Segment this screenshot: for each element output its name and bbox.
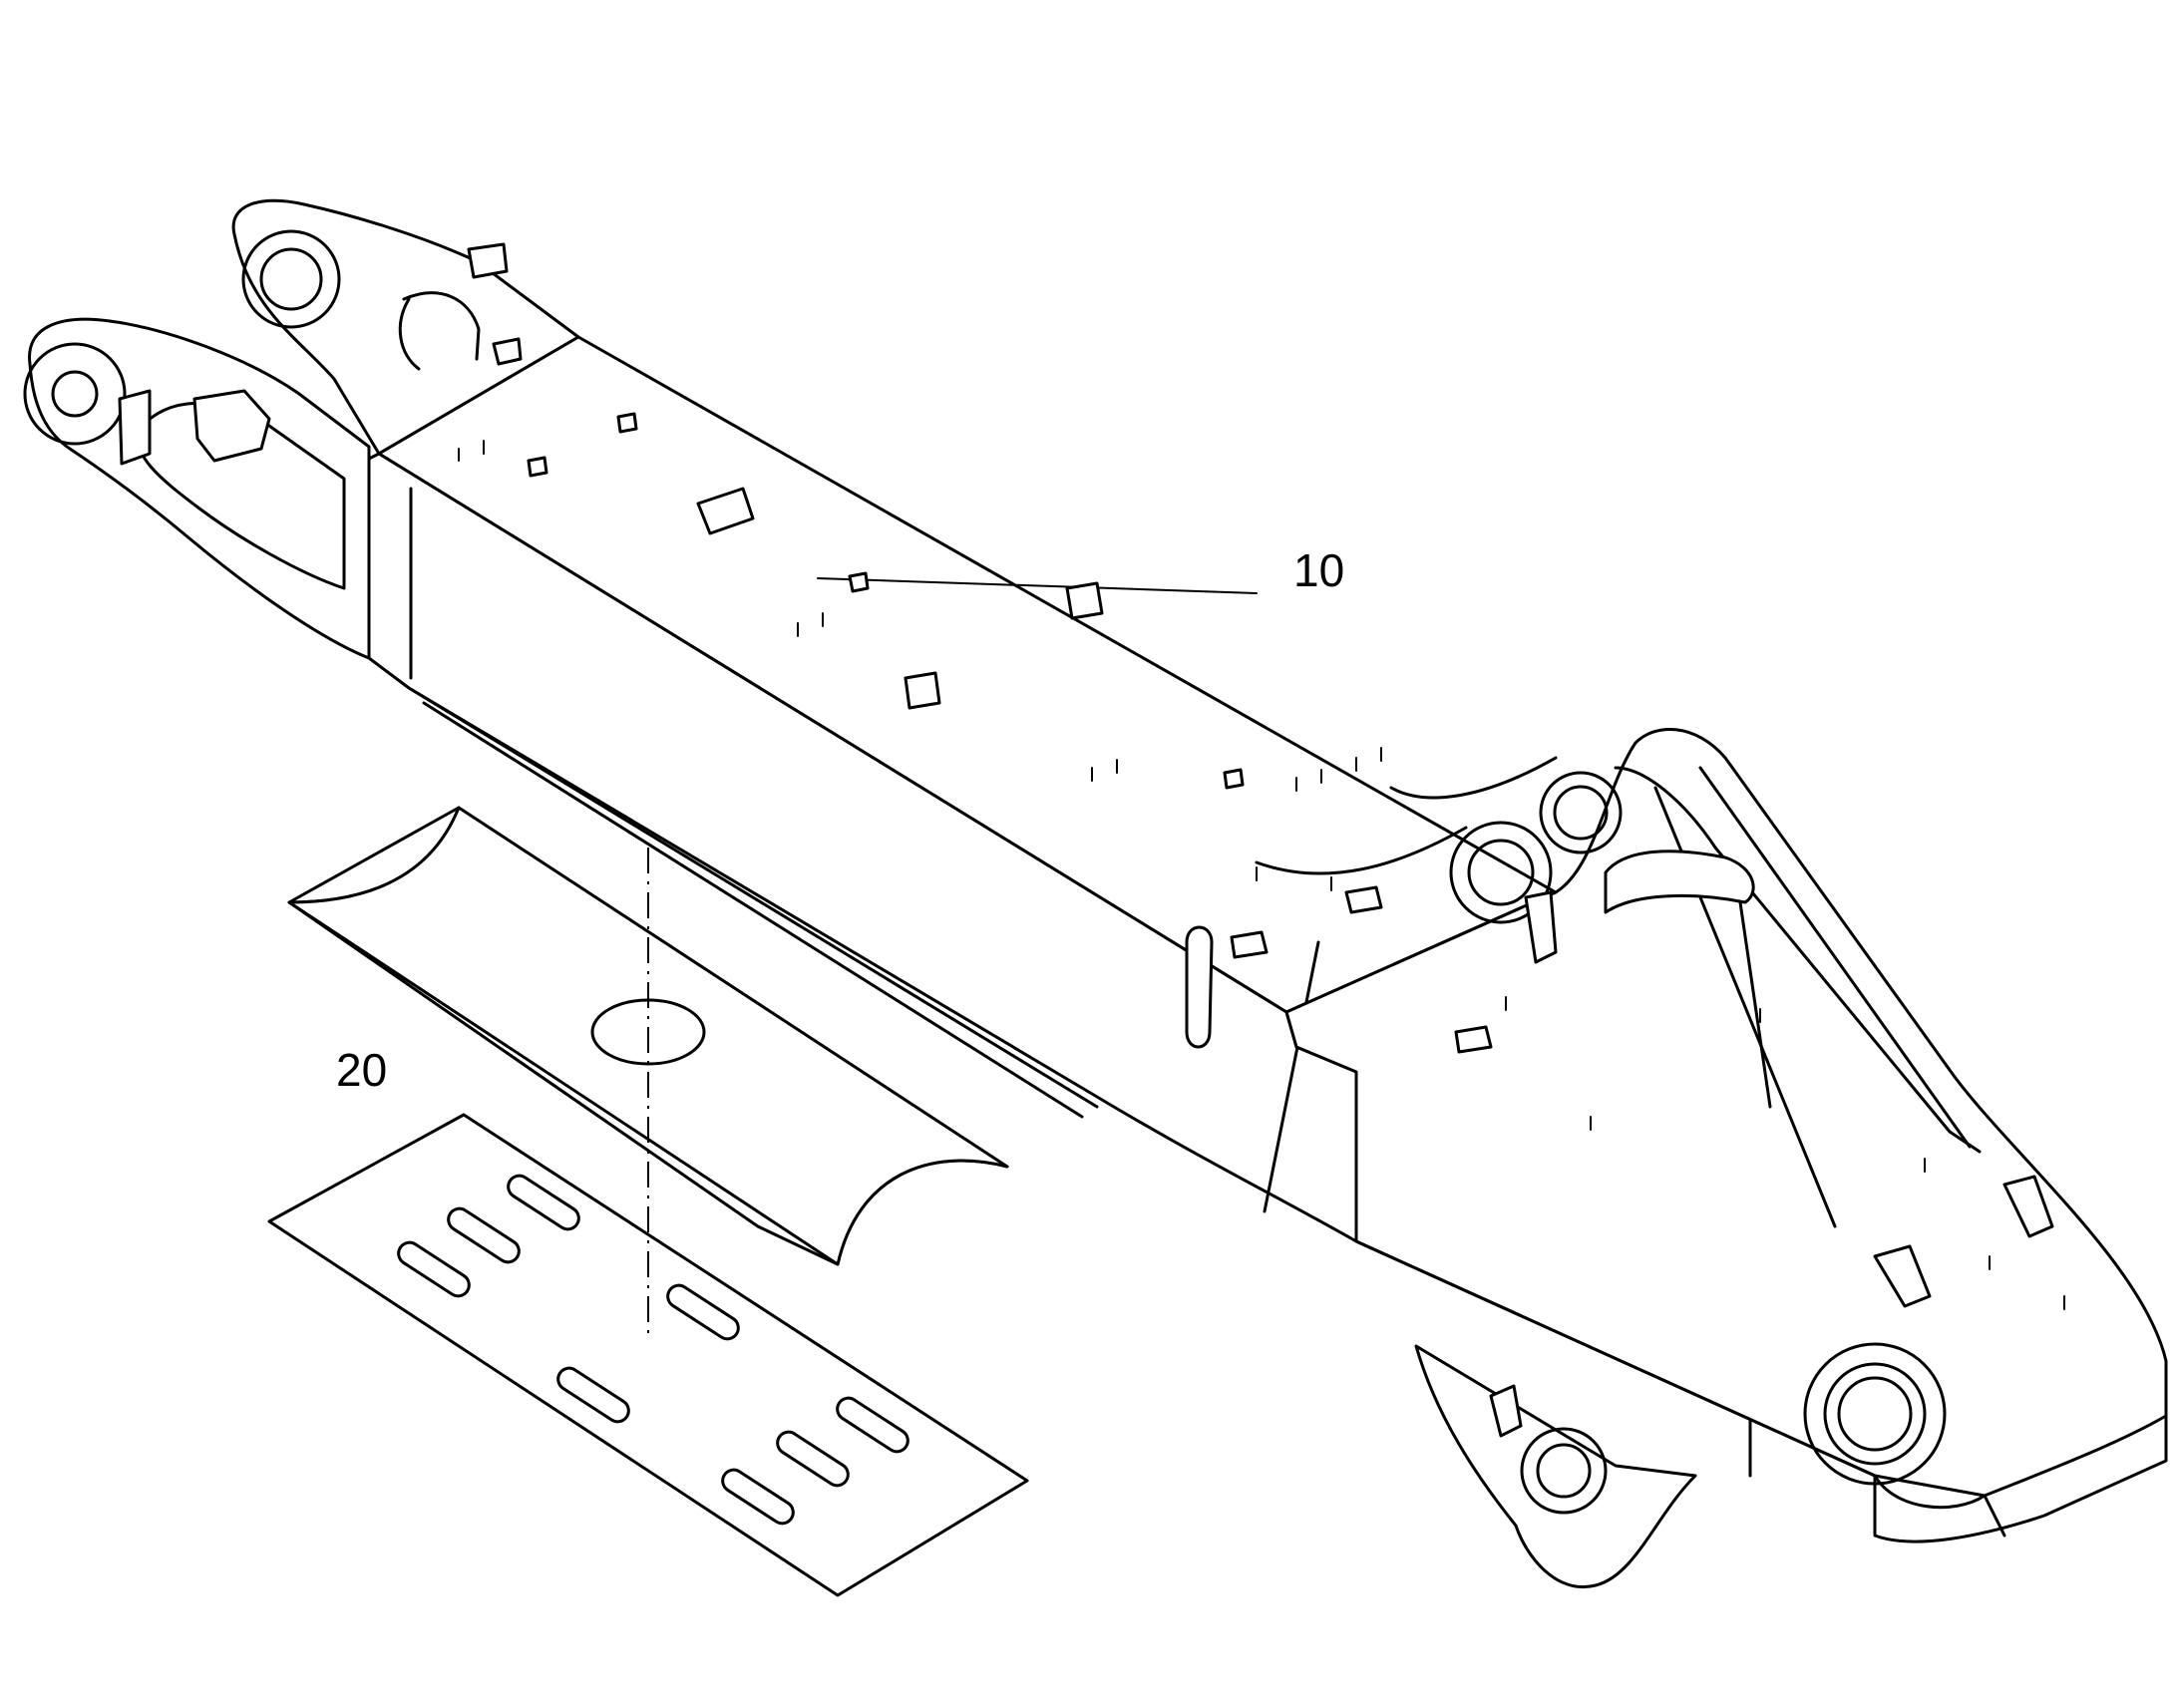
rear-fork-lugs [23,198,580,660]
shim-plates [267,806,1029,1597]
lower-shim-plate [267,1113,1029,1597]
callout-20: 20 [336,1044,387,1096]
shim-slots [397,1174,909,1526]
top-fittings [458,412,2065,1310]
boom-head [1255,728,2168,1588]
callout-10: 10 [1293,544,1344,596]
boom-assembly [23,198,2168,1588]
